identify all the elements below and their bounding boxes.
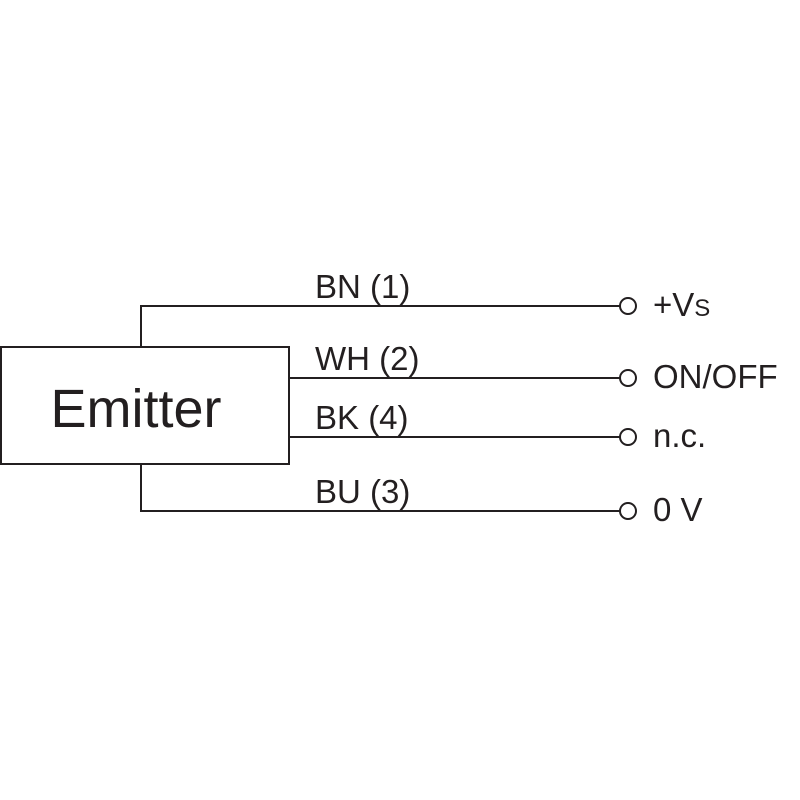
- emitter-box: [0, 346, 290, 465]
- wire-label-wh: WH (2): [315, 340, 419, 377]
- terminal-label-on-off: ON/OFF: [653, 358, 778, 395]
- terminal-0v: [619, 502, 637, 520]
- terminal-label-nc: n.c.: [653, 417, 706, 454]
- emitter-label: Emitter: [50, 379, 221, 439]
- terminal-label-vs: +VS: [653, 286, 710, 323]
- wire-label-bn: BN (1): [315, 268, 410, 305]
- wire-bu: [140, 464, 620, 512]
- terminal-label-vs-subscript: S: [694, 295, 710, 322]
- terminal-nc: [619, 428, 637, 446]
- wire-label-bu: BU (3): [315, 473, 410, 510]
- terminal-label-0v: 0 V: [653, 491, 703, 528]
- wire-label-bk: BK (4): [315, 399, 409, 436]
- wire-bn: [140, 305, 620, 347]
- terminal-label-vs-main: +V: [653, 286, 694, 323]
- terminal-vs: [619, 297, 637, 315]
- terminal-on-off: [619, 369, 637, 387]
